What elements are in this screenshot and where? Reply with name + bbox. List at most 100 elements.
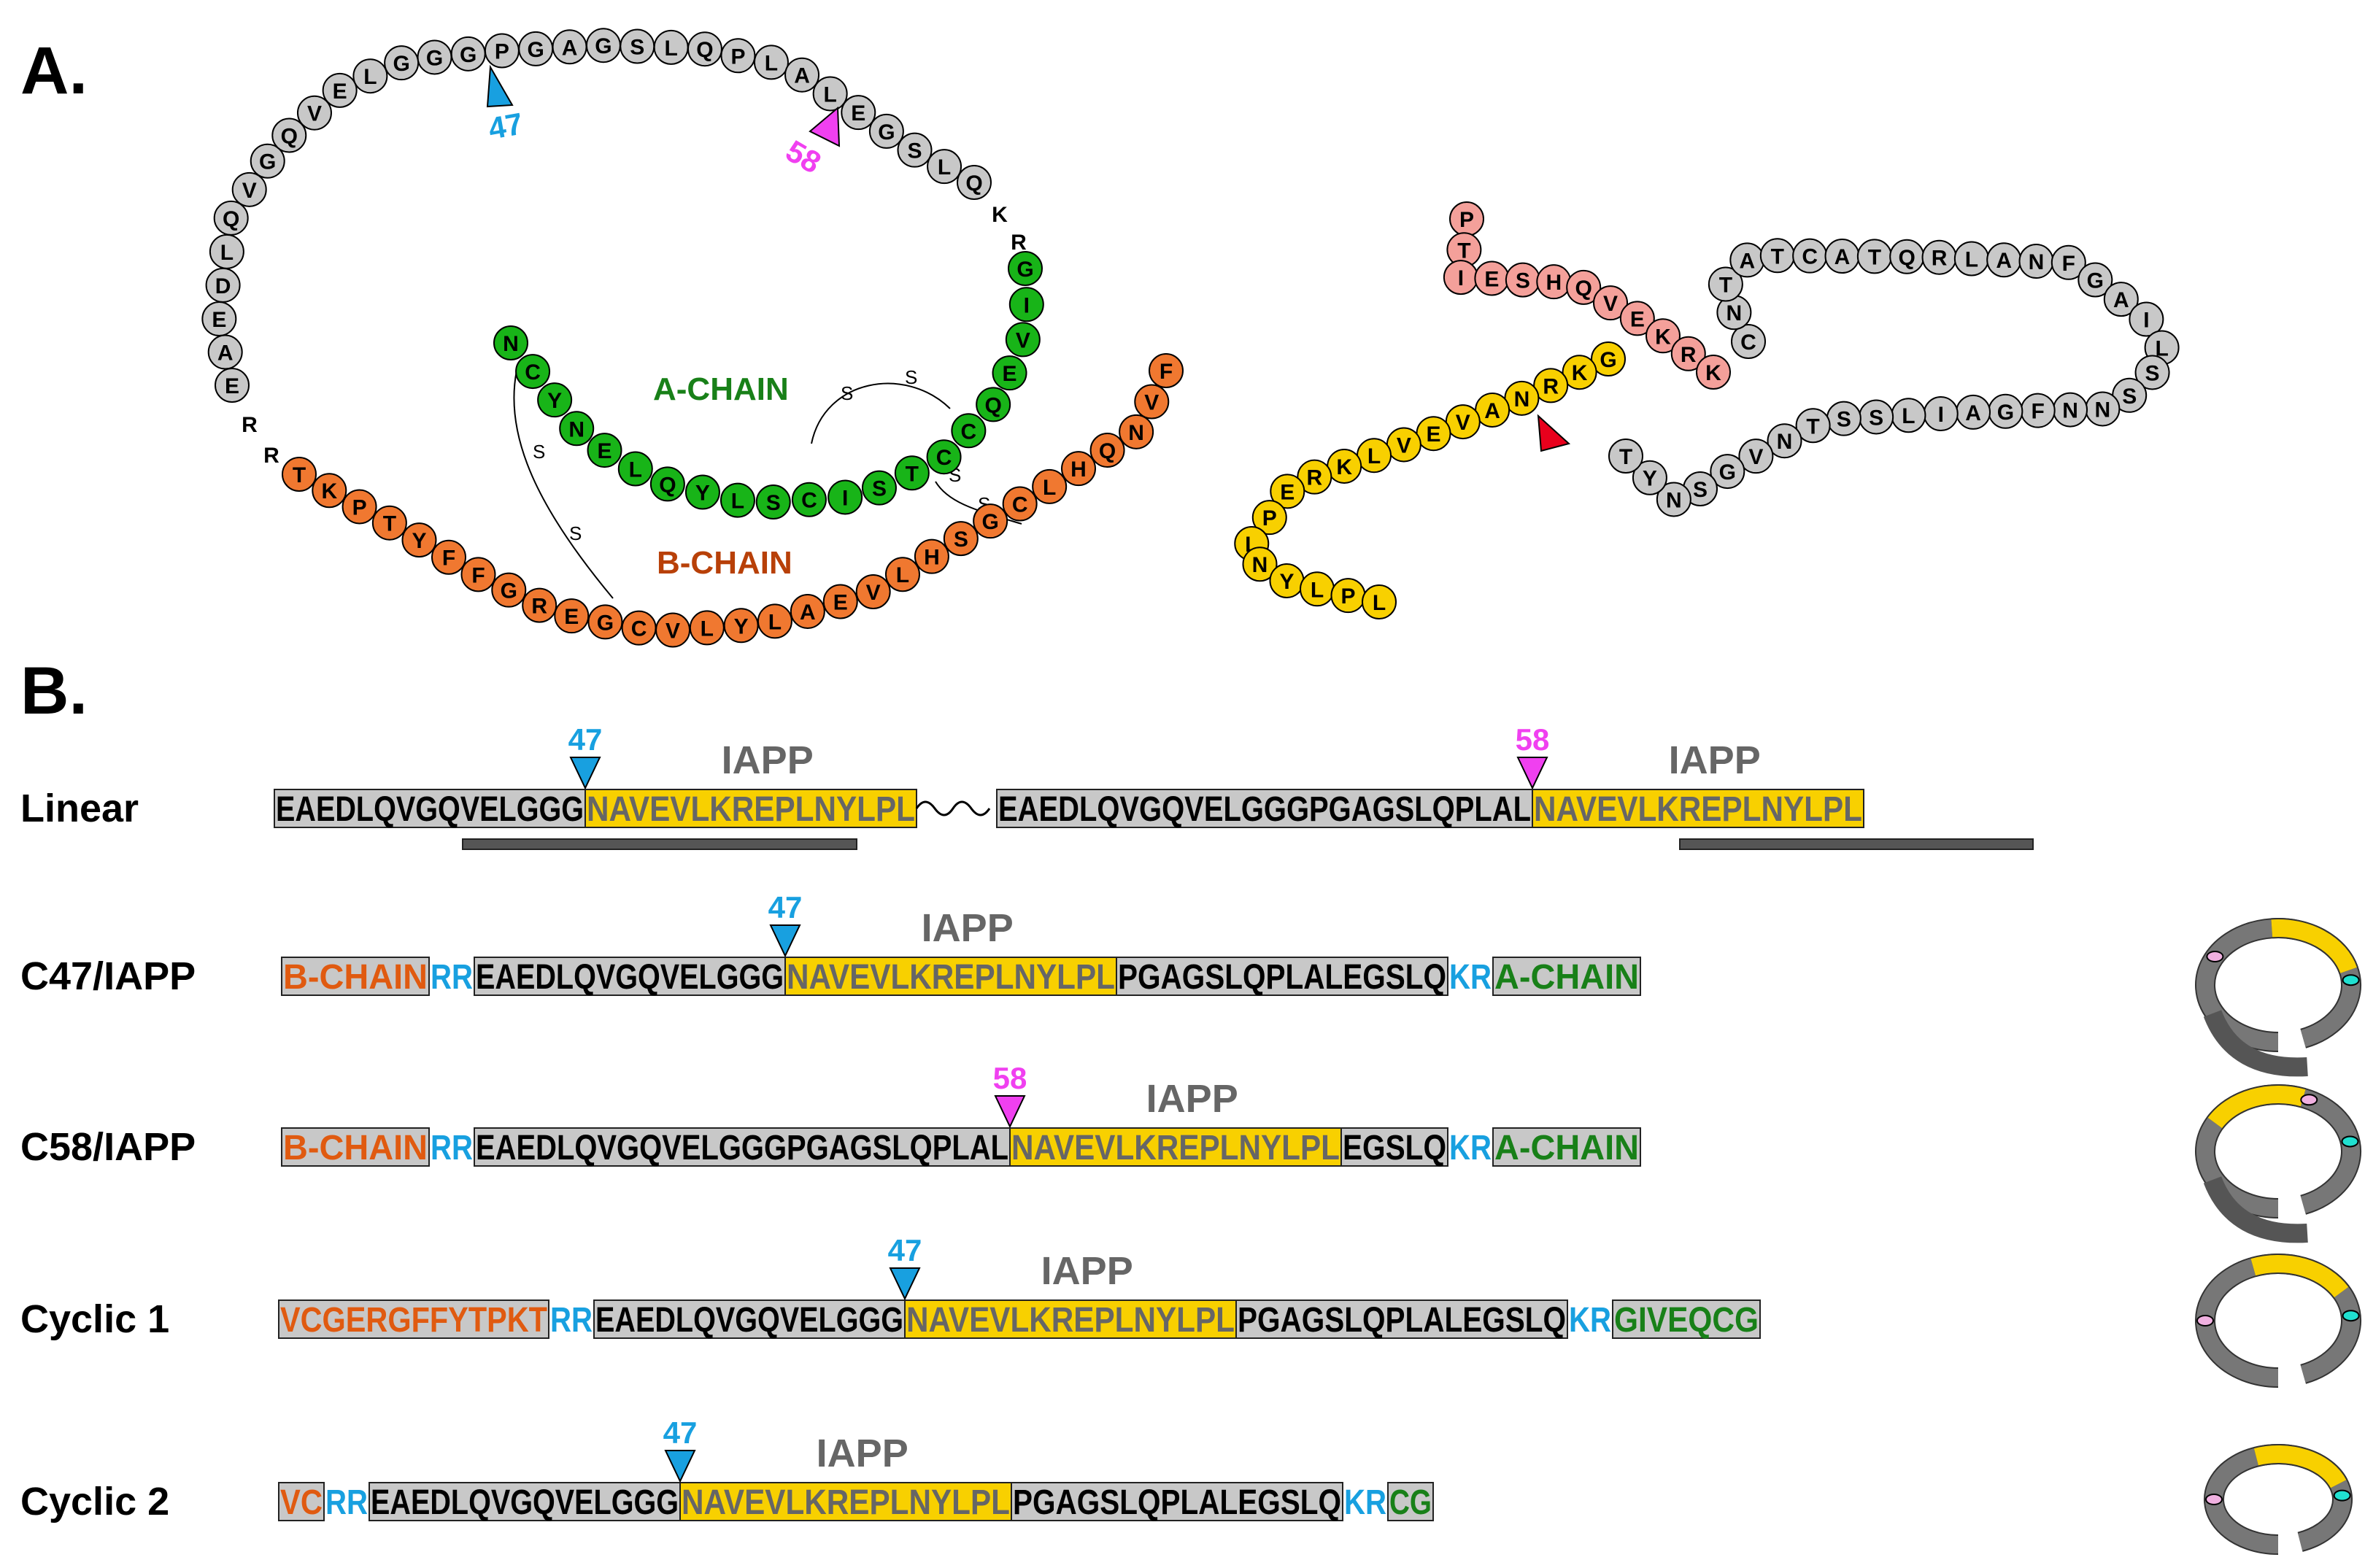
cleavage-marker — [769, 924, 801, 958]
residue-bead — [687, 31, 722, 67]
sequence-segment-box — [278, 1299, 549, 1339]
sequence-segment-box — [1612, 1299, 1761, 1339]
residue-letter: L — [938, 155, 951, 179]
sequence-segment-text: NAVEVLKREPLNYLPL — [1011, 1129, 1340, 1167]
residue-bead — [491, 572, 527, 608]
residue-bead — [951, 413, 987, 449]
residue-letter: N — [1777, 430, 1793, 454]
residue-letter: V — [1016, 328, 1030, 352]
residue-letter: L — [765, 51, 778, 75]
residue-letter: N — [1252, 553, 1268, 577]
sequence-segment-box — [593, 1299, 906, 1339]
residue-letter: E — [225, 374, 239, 398]
ring-kr-dot — [2342, 1310, 2360, 1322]
residue-letter: C — [936, 446, 952, 470]
residue-letter: A — [1834, 245, 1851, 269]
residue-bead — [1645, 318, 1681, 354]
sequence-segment-text: PGAGSLQPLALEGSLQ — [1118, 958, 1446, 997]
residue-letter: N — [1666, 488, 1682, 512]
residue-letter: G — [597, 611, 614, 635]
residue-letter: S — [2122, 385, 2137, 409]
residue-bead — [914, 538, 949, 574]
residue-bead — [1533, 368, 1569, 403]
residue-letter: E — [1630, 307, 1645, 331]
residue-letter: T — [293, 463, 306, 487]
residue-letter: T — [1806, 414, 1819, 439]
cleavage-47-marker — [486, 64, 514, 108]
iapp-label: IAPP — [817, 1432, 908, 1475]
residue-letter: F — [471, 563, 485, 587]
residue-letter: G — [981, 510, 998, 534]
residue-letter: G — [460, 43, 477, 67]
residue-letter: P — [730, 45, 745, 69]
residue-letter: Q — [659, 473, 676, 497]
residue-bead — [822, 584, 858, 619]
residue-letter: F — [2032, 400, 2045, 424]
basic-residue-letter: K — [992, 203, 1008, 227]
construct-label: Cyclic 2 — [20, 1480, 169, 1523]
iapp-label: IAPP — [1146, 1077, 1238, 1121]
residue-bead — [1593, 285, 1629, 321]
disulfide-sulfur-label: S — [533, 441, 545, 463]
residue-letter: V — [242, 179, 257, 203]
residue-bead — [1119, 414, 1154, 449]
residue-bead — [753, 45, 789, 80]
residue-bead — [1032, 468, 1068, 504]
sequence-segment-box — [1492, 957, 1641, 996]
residue-bead — [943, 521, 979, 557]
residue-letter: L — [731, 490, 744, 514]
residue-bead — [861, 470, 897, 506]
residue-letter: N — [2095, 398, 2111, 422]
residue-letter: N — [568, 417, 585, 441]
construct-ring-schematic — [2195, 1254, 2361, 1388]
construct-ring-schematic — [2204, 1444, 2353, 1555]
residue-bead — [312, 473, 347, 509]
sequence-segment-box — [474, 1127, 1011, 1167]
residue-letter: L — [363, 65, 377, 89]
cleavage-site-label: 47 — [663, 1416, 698, 1450]
sequence-segment-text: RR — [431, 958, 473, 997]
cleavage-marker — [994, 1095, 1026, 1129]
residue-letter: T — [1457, 239, 1470, 263]
residue-letter: R — [1932, 247, 1948, 271]
a-chain-label: A-CHAIN — [653, 371, 789, 407]
disulfide-bond-line — [513, 370, 614, 599]
residue-bead — [720, 38, 756, 74]
residue-bead — [1297, 459, 1332, 495]
residue-letter: A — [800, 600, 816, 625]
construct-label: Linear — [20, 787, 139, 830]
residue-bead — [1591, 341, 1626, 376]
residue-bead — [827, 479, 863, 515]
residue-letter: P — [1340, 584, 1355, 609]
residue-letter: K — [1336, 455, 1352, 479]
residue-letter: V — [665, 619, 680, 644]
residue-bead — [587, 433, 622, 468]
sequence-segment-text: GIVEQCG — [1614, 1301, 1759, 1340]
residue-bead — [855, 573, 891, 609]
cleavage-site-label: 58 — [1516, 722, 1550, 757]
residue-letter: V — [866, 581, 881, 605]
basic-residue-letter: R — [242, 413, 258, 437]
sequence-segment-text: NAVEVLKREPLNYLPL — [587, 790, 915, 829]
residue-bead — [926, 439, 962, 475]
residue-letter: H — [1070, 457, 1087, 482]
residue-letter: L — [1367, 444, 1381, 468]
residue-letter: F — [1160, 360, 1173, 384]
residue-bead — [1251, 500, 1287, 536]
sequence-segment-box — [281, 957, 430, 996]
residue-letter: C — [1802, 245, 1818, 269]
residue-letter: S — [766, 491, 781, 515]
residue-letter: Y — [547, 389, 562, 413]
residue-letter: R — [531, 595, 547, 619]
residue-letter: S — [872, 477, 887, 501]
residue-bead — [791, 482, 827, 517]
residue-bead — [460, 557, 496, 592]
residue-bead — [215, 368, 250, 403]
construct-label: Cyclic 1 — [20, 1297, 169, 1341]
ring-cleavage-47-dot — [2206, 951, 2224, 962]
residue-letter: I — [1458, 266, 1464, 290]
sequence-segment-text: A-CHAIN — [1494, 958, 1639, 997]
residue-letter: E — [598, 439, 612, 463]
